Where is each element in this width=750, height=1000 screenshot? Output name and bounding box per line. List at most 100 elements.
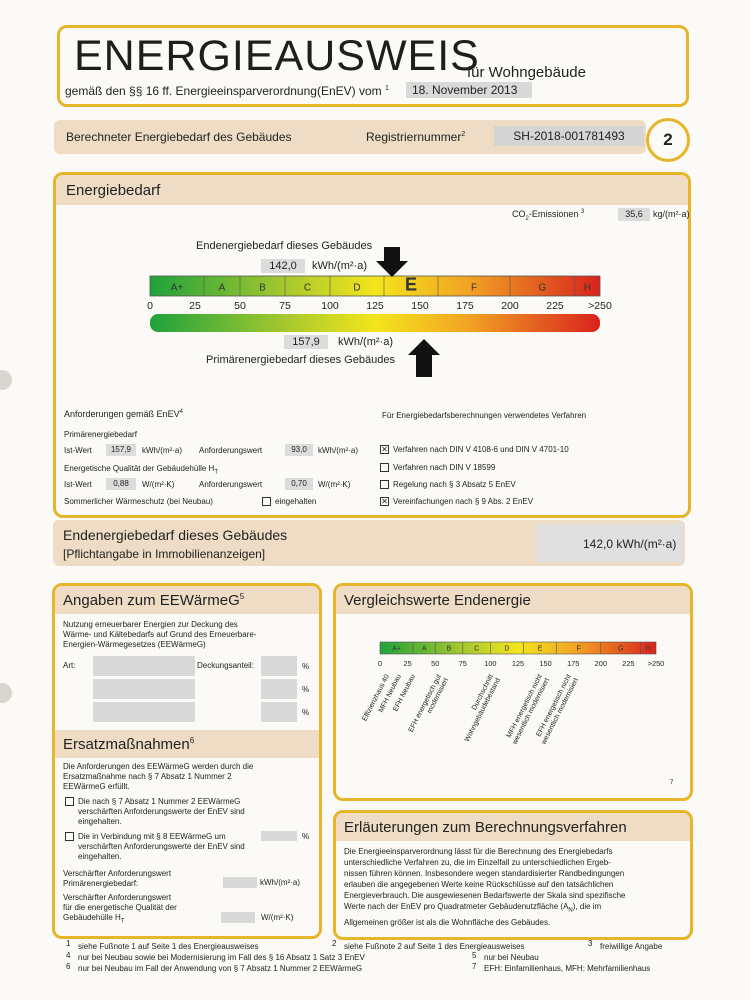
upper-tick-label: 50 <box>234 300 246 312</box>
ersatz-option-1[interactable]: Die nach § 7 Absatz 1 Nummer 2 EEWärmeG … <box>65 797 245 827</box>
primary-energy-value: 157,9 <box>284 335 328 349</box>
method-option-3[interactable]: Regelung nach § 3 Absatz 5 EnEV <box>380 480 516 490</box>
comparison-class-label: G <box>618 646 623 653</box>
eew-title: Angaben zum EEWärmeG5 <box>63 592 245 609</box>
comparison-title: Vergleichswerte Endenergie <box>344 592 531 609</box>
primary-energy-unit: kWh/(m²·a) <box>338 336 393 348</box>
comparison-tick-label: 100 <box>484 659 496 668</box>
page-number: 2 <box>646 118 690 162</box>
comparison-class-label: B <box>447 646 452 653</box>
punch-hole <box>0 370 12 390</box>
punch-hole <box>0 683 12 703</box>
co2-label: CO2-Emissionen 3 <box>512 209 585 222</box>
summer-checkbox[interactable]: eingehalten <box>262 497 316 507</box>
ersatz-header: Ersatzmaßnahmen6 <box>55 730 319 758</box>
end-energy-banner: Endenergiebedarf dieses Gebäudes [Pflich… <box>53 520 685 566</box>
sharpened-hull-field[interactable] <box>221 912 255 923</box>
energiebedarf-title: Energiebedarf <box>66 182 161 199</box>
comparison-class-label: E <box>538 646 543 653</box>
explanation-section: Erläuterungen zum Berechnungsverfahren D… <box>333 810 693 940</box>
anteil-label: Deckungsanteil: <box>197 661 254 670</box>
anteil-field-3[interactable] <box>261 702 297 722</box>
ersatz-title: Ersatzmaßnahmen6 <box>63 736 195 753</box>
q-ist-unit: W/(m²·K) <box>142 480 175 489</box>
header-box: ENERGIEAUSWEIS für Wohngebäude gemäß den… <box>57 25 689 107</box>
registration-bar: Berechneter Energiebedarf des Gebäudes R… <box>54 120 646 154</box>
regbar-label: Berechneter Energiebedarf des Gebäudes <box>66 130 292 144</box>
method-option-1[interactable]: ✕Verfahren nach DIN V 4108-6 und DIN V 4… <box>380 445 569 455</box>
upper-class-label: C <box>304 282 311 293</box>
reg-label: Registriernummer2 <box>366 130 466 144</box>
footnote-4-number: 4 <box>66 951 71 960</box>
page-title: ENERGIEAUSWEIS <box>74 32 480 80</box>
method-option-4[interactable]: ✕Vereinfachungen nach § 9 Abs. 2 EnEV <box>380 497 534 507</box>
upper-class-label: G <box>539 282 547 293</box>
end-banner-sub: [Pflichtangabe in Immobilienanzeigen] <box>63 547 266 561</box>
comparison-tick-label: 25 <box>404 659 412 668</box>
method-title: Für Energiebedarfsberechnungen verwendet… <box>382 411 587 420</box>
q-anf-unit: W/(m²·K) <box>318 480 351 489</box>
end-energy-arrow <box>376 247 408 277</box>
sharpened-primary-field[interactable] <box>223 877 257 888</box>
upper-scale-classes: A+ A B C D E F G H <box>171 274 591 296</box>
percent-1: % <box>302 662 310 671</box>
comparison-tick-label: 225 <box>622 659 634 668</box>
upper-class-label: F <box>471 282 477 293</box>
ist-label: Ist-Wert <box>64 446 92 455</box>
eewaermeg-section: Angaben zum EEWärmeG5 Nutzung erneuerbar… <box>52 583 322 939</box>
upper-tick-label: 175 <box>456 300 474 312</box>
law-reference: gemäß den §§ 16 ff. Energieeinsparverord… <box>65 84 389 98</box>
upper-class-label: D <box>353 282 360 293</box>
sharpened-primary-unit: kWh/(m²·a) <box>260 878 300 887</box>
upper-class-label: B <box>259 282 266 293</box>
footnote-7: EFH: Einfamilienhaus, MFH: Mehrfamilienh… <box>484 964 651 973</box>
art-field-3[interactable] <box>93 702 195 722</box>
upper-tick-label: 200 <box>501 300 519 312</box>
eew-header: Angaben zum EEWärmeG5 <box>55 586 319 614</box>
percent-3: % <box>302 708 310 717</box>
ist-value: 157,9 <box>106 444 136 456</box>
comparison-class-label: A+ <box>392 646 401 653</box>
comparison-class-label: D <box>504 646 509 653</box>
energiebedarf-header: Energiebedarf <box>56 175 688 205</box>
end-banner-title: Endenergiebedarf dieses Gebäudes <box>63 527 288 543</box>
upper-class-label: A+ <box>171 282 184 293</box>
upper-class-label: A <box>219 282 226 293</box>
primary-energy-label: Primärenergiebedarf dieses Gebäudes <box>206 354 395 366</box>
upper-class-label: E <box>405 274 417 294</box>
art-field-2[interactable] <box>93 679 195 699</box>
anf-label: Anforderungswert <box>199 446 263 455</box>
anteil-field-2[interactable] <box>261 679 297 699</box>
footnote-1-number: 1 <box>66 939 71 948</box>
page-subtitle: für Wohngebäude <box>467 64 586 81</box>
energiebedarf-section: Energiebedarf CO2-Emissionen 3 35,6 kg/(… <box>53 172 691 518</box>
anf-value: 93,0 <box>285 444 313 456</box>
quality-title: Energetische Qualität der Gebäudehülle H… <box>64 464 218 476</box>
comparison-tick-label: 125 <box>512 659 524 668</box>
footnote-3: freiwillige Angabe <box>600 942 663 951</box>
ersatz-option-2[interactable]: Die in Verbindung mit § 8 EEWärmeG um ve… <box>65 832 245 862</box>
upper-scale-bar <box>149 275 601 297</box>
comparison-note: 7 <box>670 780 674 786</box>
upper-tick-label: 150 <box>411 300 429 312</box>
upper-class-label: H <box>584 282 591 293</box>
comparison-tick-label: 175 <box>567 659 579 668</box>
comparison-tick-label: 150 <box>539 659 551 668</box>
comparison-tick-label: 75 <box>459 659 467 668</box>
end-banner-value: 142,0 kWh/(m²·a) <box>583 537 677 551</box>
upper-tick-label: 75 <box>279 300 291 312</box>
footnote-1: siehe Fußnote 1 auf Seite 1 des Energiea… <box>78 942 259 951</box>
ist-unit: kWh/(m²·a) <box>142 446 182 455</box>
art-field-1[interactable] <box>93 656 195 676</box>
ersatz-percent-field[interactable] <box>261 831 297 841</box>
anteil-field-1[interactable] <box>261 656 297 676</box>
method-option-2[interactable]: Verfahren nach DIN V 18599 <box>380 463 495 473</box>
